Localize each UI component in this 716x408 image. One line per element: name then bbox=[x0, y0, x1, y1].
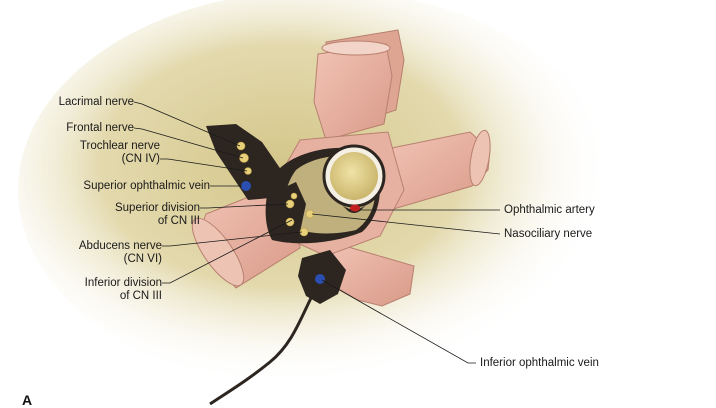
optic-nerve bbox=[330, 152, 378, 200]
label-trochlear-nerve-line2: (CN IV) bbox=[121, 153, 160, 165]
label-frontal-nerve: Frontal nerve bbox=[66, 122, 134, 134]
label-inferior-division: Inferior division of CN III bbox=[85, 277, 162, 303]
label-trochlear-nerve-line1: Trochlear nerve bbox=[79, 140, 160, 152]
panel-letter: A bbox=[22, 392, 33, 408]
inferior-division-cn3-dot bbox=[290, 192, 298, 200]
label-trochlear-nerve: Trochlear nerve (CN IV) bbox=[80, 140, 160, 166]
label-lacrimal-nerve: Lacrimal nerve bbox=[58, 96, 134, 108]
label-abducens-nerve: Abducens nerve (CN VI) bbox=[79, 240, 162, 266]
leader-lacrimal bbox=[133, 101, 241, 147]
leader-inferior-ophthalmic-vein bbox=[321, 279, 476, 364]
annulus-nerves bbox=[285, 192, 315, 237]
inferior-ophthalmic-vein-dot bbox=[315, 274, 325, 284]
inferior-ophthalmic-vein-tail bbox=[209, 295, 314, 406]
ophthalmic-artery-dot bbox=[350, 204, 360, 212]
leader-lines bbox=[133, 101, 501, 364]
frontal-nerve-dot bbox=[239, 153, 249, 163]
label-abducens-nerve-line1: Abducens nerve bbox=[78, 240, 162, 252]
label-superior-ophthalmic-vein: Superior ophthalmic vein bbox=[83, 180, 210, 192]
superior-ophthalmic-vein-dot bbox=[241, 181, 251, 191]
leader-superior-division bbox=[200, 203, 289, 209]
label-inferior-division-line1: Inferior division bbox=[84, 277, 162, 289]
leader-inferior-division bbox=[162, 219, 293, 284]
lacrimal-nerve-dot bbox=[236, 141, 246, 151]
label-superior-division-line1: Superior division bbox=[114, 202, 200, 214]
label-ophthalmic-artery: Ophthalmic artery bbox=[504, 204, 595, 216]
nasociliary-nerve-dot bbox=[285, 217, 295, 227]
label-inferior-division-line2: of CN III bbox=[119, 290, 162, 302]
leader-nasociliary bbox=[311, 213, 501, 235]
label-superior-division: Superior division of CN III bbox=[115, 202, 200, 228]
label-superior-division-line2: of CN III bbox=[157, 215, 200, 227]
label-nasociliary-nerve: Nasociliary nerve bbox=[504, 228, 593, 240]
upper-nerves bbox=[236, 141, 252, 191]
superior-muscles bbox=[313, 29, 405, 141]
leader-trochlear bbox=[160, 158, 248, 172]
label-abducens-nerve-line2: (CN VI) bbox=[123, 253, 162, 265]
leader-frontal bbox=[133, 127, 244, 159]
label-inferior-ophthalmic-vein: Inferior ophthalmic vein bbox=[480, 357, 599, 369]
leader-abducens bbox=[162, 231, 303, 247]
